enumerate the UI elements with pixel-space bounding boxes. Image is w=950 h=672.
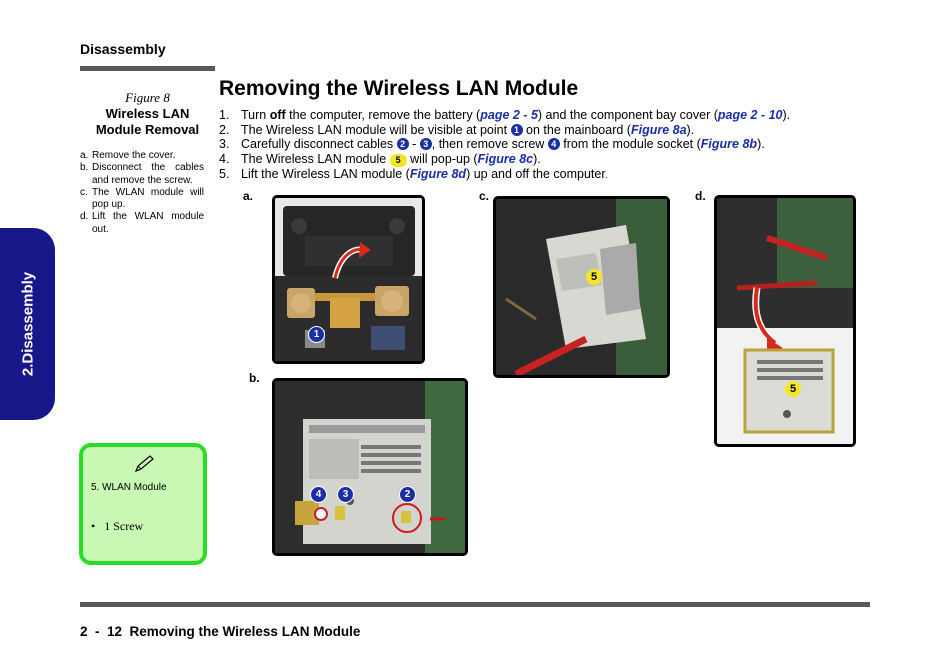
figure-step: c.The WLAN module will pop up. xyxy=(80,186,204,211)
procedure-step-4: 4. The Wireless LAN module 5 will pop-up… xyxy=(219,151,541,167)
photo-c-illustration xyxy=(496,199,667,375)
photo-b-module-socket: 4 3 2 xyxy=(272,378,468,556)
figure-link[interactable]: Figure 8d xyxy=(409,166,467,181)
figure-number: Figure 8 xyxy=(125,90,170,105)
header-section-label: Disassembly xyxy=(80,41,166,57)
photo-a-bay-cover: 1 xyxy=(272,195,425,364)
note-item: 5. WLAN Module xyxy=(91,482,167,493)
figure-link[interactable]: Figure 8b xyxy=(700,137,758,151)
procedure-step-3: 3. Carefully disconnect cables 2 - 3, th… xyxy=(219,137,765,151)
procedure-steps: 1. Turn off the computer, remove the bat… xyxy=(219,108,790,182)
photo-c-module-popup: 5 xyxy=(493,196,670,378)
callout-badge: 1 xyxy=(510,123,523,136)
note-box: 5. WLAN Module • 1 Screw xyxy=(79,443,207,565)
photo-b-callout: 4 xyxy=(310,486,327,503)
photo-b-label: b. xyxy=(249,371,260,385)
photo-b-illustration xyxy=(275,381,465,553)
photo-d-callout: 5 xyxy=(785,381,801,397)
procedure-step-5: 5. Lift the Wireless LAN module (Figure … xyxy=(219,166,609,181)
photo-b-callout: 2 xyxy=(399,486,416,503)
figure-title-line2: Module Removal xyxy=(95,122,200,137)
footer-rule xyxy=(80,602,870,607)
procedure-step-2: 2. The Wireless LAN module will be visib… xyxy=(219,122,695,137)
pencil-icon xyxy=(134,455,154,473)
figure-title-line1: Wireless LAN xyxy=(105,106,190,121)
figure-step-list: a.Remove the cover. b.Disconnect the cab… xyxy=(80,150,204,236)
figure-link[interactable]: Figure 8c xyxy=(477,151,534,166)
photo-d-module-lift: 5 xyxy=(714,195,856,447)
procedure-step-1: 1. Turn off the computer, remove the bat… xyxy=(219,108,791,122)
figure-title: Wireless LAN Module Removal xyxy=(80,106,215,138)
page-title: Removing the Wireless LAN Module xyxy=(219,77,579,100)
photo-d-label: d. xyxy=(695,189,706,203)
callout-badge-yellow: 5 xyxy=(389,153,407,167)
side-tab-label: 2.Disassembly xyxy=(19,271,36,377)
figure-link[interactable]: Figure 8a xyxy=(630,122,687,137)
photo-a-label: a. xyxy=(243,189,254,203)
header-rule xyxy=(80,66,215,71)
callout-badge: 3 xyxy=(419,138,432,150)
photo-c-callout: 5 xyxy=(586,269,602,285)
figure-caption: Figure 8 Wireless LAN Module Removal xyxy=(80,90,215,138)
photo-b-callout: 3 xyxy=(337,486,354,503)
bullet-icon: • xyxy=(91,519,96,533)
callout-badge: 4 xyxy=(547,138,560,150)
figure-step: d.Lift the WLAN module out. xyxy=(80,211,204,235)
page-footer: 2 - 12 Removing the Wireless LAN Module xyxy=(80,624,361,639)
figure-step: a.Remove the cover. xyxy=(80,150,176,161)
callout-badge: 2 xyxy=(396,138,409,150)
page-link[interactable]: page 2 - 5 xyxy=(480,108,538,122)
side-chapter-tab[interactable]: 2.Disassembly xyxy=(0,228,55,420)
photo-a-illustration xyxy=(275,198,422,361)
photo-d-illustration xyxy=(717,198,853,444)
page-link[interactable]: page 2 - 10 xyxy=(717,108,783,122)
photo-c-label: c. xyxy=(479,189,490,203)
figure-step: b.Disconnect the cables and remove the s… xyxy=(80,162,204,186)
photo-a-callout: 1 xyxy=(308,326,325,343)
note-bullet-text: 1 Screw xyxy=(104,519,144,533)
note-bullet-line: • 1 Screw xyxy=(91,519,143,534)
